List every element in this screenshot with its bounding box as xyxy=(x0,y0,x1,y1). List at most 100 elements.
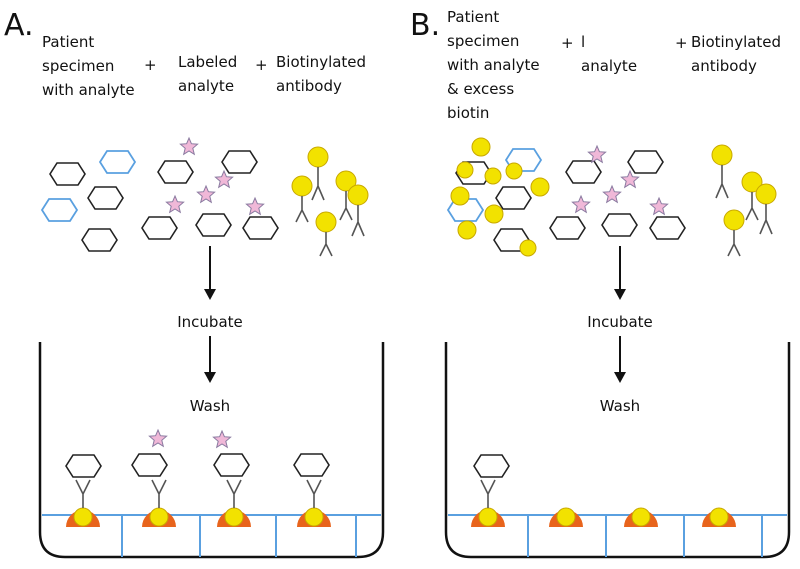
panel-a-labeled-line2: analyte xyxy=(178,77,234,95)
analyte-hexagon xyxy=(141,216,178,240)
bound-complex xyxy=(131,428,176,527)
biotin-circle xyxy=(224,507,244,527)
label-star-icon xyxy=(212,429,232,449)
biotin-circle xyxy=(709,507,729,527)
panel-b-specimen-group xyxy=(446,137,550,257)
panel-b-label-specimen: Patient specimen with analyte & excess b… xyxy=(447,8,540,122)
panel-a-specimen-line1: Patient xyxy=(42,33,94,51)
analyte-hexagon xyxy=(65,454,102,478)
bound-complex xyxy=(212,429,251,527)
panel-b-specimen-line1: Patient xyxy=(447,8,499,26)
antibody-icon xyxy=(319,232,333,257)
panel-a-labeled-line1: Labeled xyxy=(178,53,237,71)
panel-b-specimen-line5: biotin xyxy=(447,104,489,122)
bound-complex xyxy=(293,453,331,527)
panel-b-step-wash: Wash xyxy=(600,397,640,415)
analyte-hexagon xyxy=(601,213,638,237)
analyte-hexagon xyxy=(627,150,664,174)
antibody-icon xyxy=(745,192,759,221)
biotin-circle xyxy=(631,507,651,527)
panel-b-plus-1: + xyxy=(561,34,574,52)
panel-a-plus-2: + xyxy=(255,56,268,74)
panel-a-antibody-line1: Biotinylated xyxy=(276,53,366,71)
biotinylated-antibody xyxy=(315,211,337,257)
analyte-hexagon xyxy=(495,186,532,210)
biotin-circle xyxy=(347,184,369,206)
panel-a-step-incubate: Incubate xyxy=(177,313,243,331)
biotin-circle xyxy=(723,209,745,231)
biotinylated-antibody xyxy=(711,144,733,199)
blocked-streptavidin xyxy=(549,507,583,527)
antibody-icon xyxy=(311,167,325,201)
analyte-hexagon xyxy=(473,454,510,478)
panel-a: A. Patient specimen with analyte + Label… xyxy=(4,8,385,559)
biotin-circle xyxy=(315,211,337,233)
biotinylated-antibody xyxy=(347,184,369,237)
panel-b-antibody-group xyxy=(711,144,777,257)
label-star-icon xyxy=(602,184,622,204)
arrow-head-icon xyxy=(614,289,626,300)
antibody-icon xyxy=(226,479,242,508)
free-biotin-circle xyxy=(519,239,537,257)
antibody-icon xyxy=(151,479,167,508)
bound-complex xyxy=(471,454,510,527)
label-star-icon xyxy=(196,184,216,204)
panel-b-labeled-line1: l xyxy=(581,33,585,51)
analyte-hexagon xyxy=(649,216,686,240)
unlabeled-analyte-hexagon xyxy=(98,150,137,174)
analyte-hexagon xyxy=(131,453,168,477)
antibody-icon xyxy=(715,165,729,199)
analyte-hexagon xyxy=(157,160,194,184)
panel-a-label-specimen: Patient specimen with analyte xyxy=(42,33,135,99)
biotin-circle xyxy=(711,144,733,166)
biotin-circle xyxy=(755,183,777,205)
antibody-icon xyxy=(480,479,496,508)
panel-b-plus-2: + xyxy=(675,34,688,52)
free-biotin-circle xyxy=(450,186,470,206)
analyte-hexagon xyxy=(565,160,602,184)
panel-b-well xyxy=(444,342,791,559)
biotinylated-antibody xyxy=(741,171,763,221)
label-star-icon xyxy=(587,144,607,164)
panel-b-step-incubate: Incubate xyxy=(587,313,653,331)
blocked-streptavidin xyxy=(702,507,736,527)
label-star-icon xyxy=(649,196,669,216)
biotin-circle xyxy=(149,507,169,527)
panel-b-well-bound xyxy=(471,454,736,527)
analyte-hexagon xyxy=(549,216,586,240)
panel-b-antibody-line2: antibody xyxy=(691,57,757,75)
analyte-hexagon xyxy=(242,216,279,240)
analyte-hexagon xyxy=(87,186,124,210)
unlabeled-analyte-hexagon xyxy=(40,198,79,222)
biotinylated-antibody xyxy=(755,183,777,235)
analyte-hexagon xyxy=(195,213,232,237)
panel-a-plus-1: + xyxy=(144,56,157,74)
antibody-icon xyxy=(727,230,741,257)
free-biotin-circle xyxy=(484,167,502,185)
antibody-icon xyxy=(306,479,322,508)
panel-b-well-surface xyxy=(448,514,787,557)
panel-a-specimen-line3: with analyte xyxy=(42,81,135,99)
antibody-icon xyxy=(759,204,773,235)
panel-a-specimen-group xyxy=(40,150,137,252)
biotin-circle xyxy=(478,507,498,527)
biotin-circle xyxy=(304,507,324,527)
panel-b-labeled-analyte-group xyxy=(549,144,686,240)
panel-b: B. Patient specimen with analyte & exces… xyxy=(410,8,791,559)
panel-b-label-biotinylated-antibody: Biotinylated antibody xyxy=(691,33,781,75)
analyte-hexagon xyxy=(293,453,330,477)
antibody-icon xyxy=(295,196,309,223)
panel-b-specimen-line3: with analyte xyxy=(447,56,540,74)
panel-a-antibody-group xyxy=(291,146,369,257)
arrow-head-icon xyxy=(204,289,216,300)
free-biotin-circle xyxy=(457,220,477,240)
panel-a-antibody-line2: antibody xyxy=(276,77,342,95)
biotinylated-antibody xyxy=(335,170,357,221)
panel-a-label-labeled-analyte: Labeled analyte xyxy=(178,53,237,95)
panel-a-well-surface xyxy=(42,514,381,557)
panel-a-label-biotinylated-antibody: Biotinylated antibody xyxy=(276,53,366,95)
label-star-icon xyxy=(571,194,591,214)
label-star-icon xyxy=(165,194,185,214)
free-biotin-circle xyxy=(471,137,491,157)
panel-a-well-bound xyxy=(65,428,331,527)
